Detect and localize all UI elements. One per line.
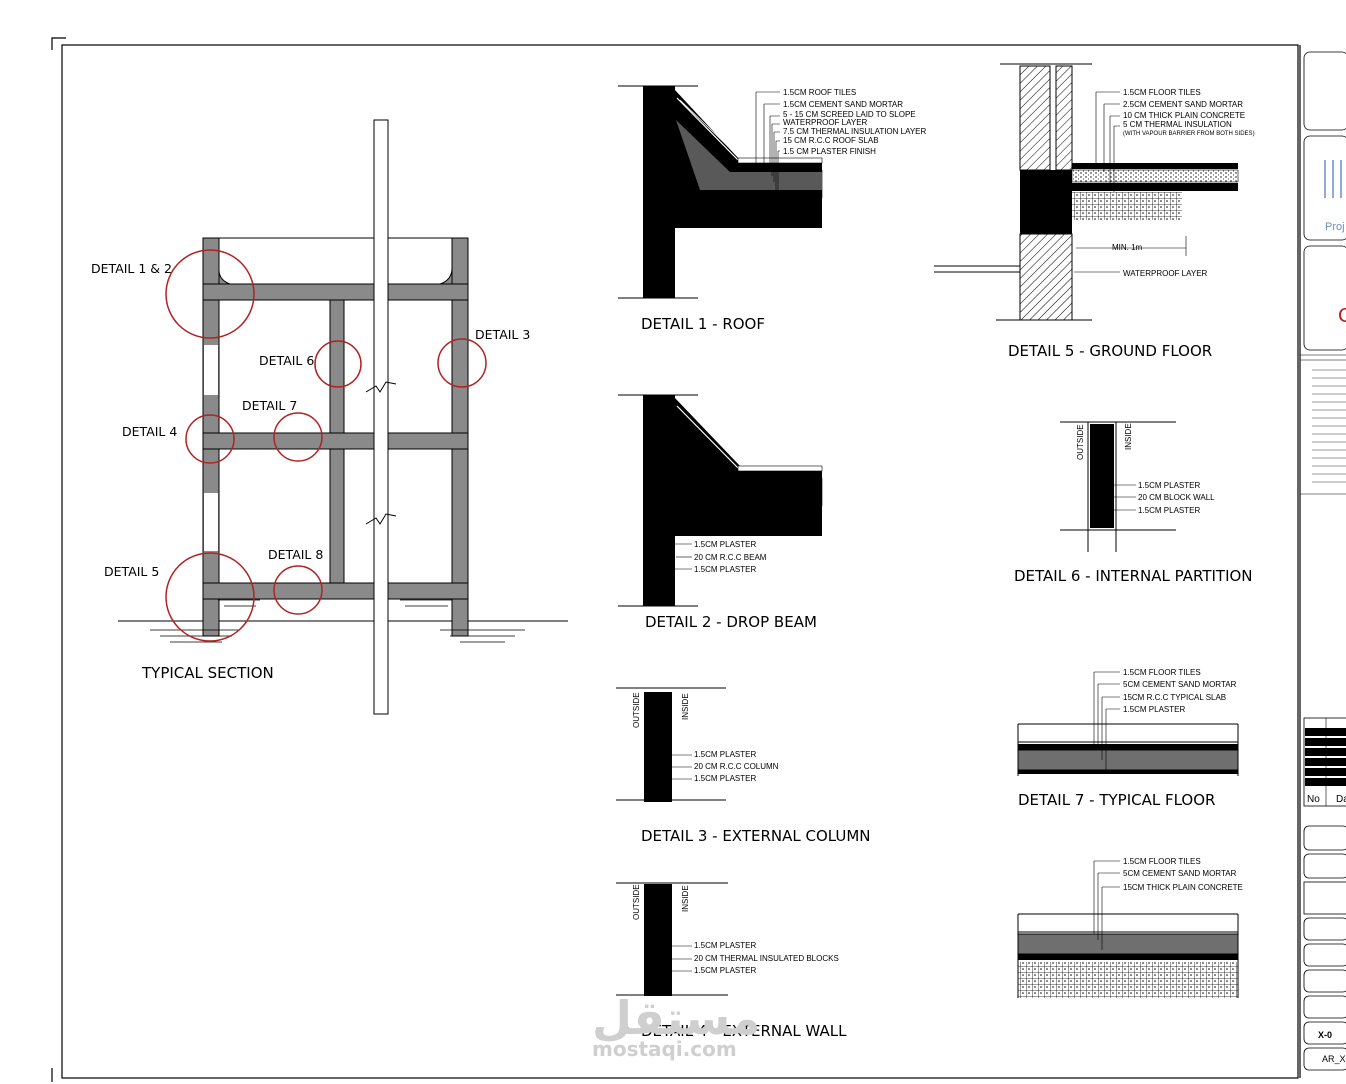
svg-text:Da: Da	[1336, 794, 1346, 805]
svg-text:(WITH VAPOUR BARRIER FROM BOTH: (WITH VAPOUR BARRIER FROM BOTH SIDES)	[1123, 131, 1255, 137]
svg-text:Proj: Proj	[1325, 221, 1345, 233]
svg-text:INSIDE: INSIDE	[681, 885, 690, 912]
detail-2-title: DETAIL 2 - DROP BEAM	[645, 613, 817, 631]
svg-text:10 CM THICK PLAIN CONCRETE: 10 CM THICK PLAIN CONCRETE	[1123, 111, 1245, 120]
svg-text:OUTSIDE: OUTSIDE	[1076, 424, 1085, 460]
svg-text:C: C	[1338, 305, 1346, 327]
detail-4-external-wall: OUTSIDE INSIDE 1.5CM PLASTER 20 CM THERM…	[616, 882, 847, 1040]
detail-3-title: DETAIL 3 - EXTERNAL COLUMN	[641, 827, 871, 845]
detail-8-ground-slab: 1.5CM FLOOR TILES 5CM CEMENT SAND MORTAR…	[1017, 857, 1243, 998]
svg-text:15 CM R.C.C ROOF SLAB: 15 CM R.C.C ROOF SLAB	[783, 136, 879, 145]
svg-text:20 CM BLOCK WALL: 20 CM BLOCK WALL	[1138, 493, 1215, 502]
svg-text:1.5CM FLOOR TILES: 1.5CM FLOOR TILES	[1123, 88, 1201, 97]
svg-text:X-0: X-0	[1318, 1030, 1332, 1040]
detail-2-drop-beam: 1.5CM PLASTER 20 CM R.C.C BEAM 1.5CM PLA…	[618, 394, 823, 631]
callout-detail-8: DETAIL 8	[268, 547, 323, 562]
svg-text:7.5 CM THERMAL INSULATION LAYE: 7.5 CM THERMAL INSULATION LAYER	[783, 127, 927, 136]
svg-text:مستقل: مستقل	[592, 991, 760, 1045]
svg-text:15CM R.C.C TYPICAL SLAB: 15CM R.C.C TYPICAL SLAB	[1123, 693, 1226, 702]
svg-text:1.5CM PLASTER: 1.5CM PLASTER	[694, 774, 756, 783]
typical-section: DETAIL 1 & 2 DETAIL 6 DETAIL 3 DETAIL 7 …	[91, 119, 568, 715]
detail-5-title: DETAIL 5 - GROUND FLOOR	[1008, 342, 1212, 360]
svg-text:1.5CM PLASTER: 1.5CM PLASTER	[1138, 506, 1200, 515]
detail-1-roof: 1.5CM ROOF TILES 1.5CM CEMENT SAND MORTA…	[618, 85, 927, 333]
svg-text:WATERPROOF LAYER: WATERPROOF LAYER	[1123, 269, 1208, 278]
svg-text:5 - 15 CM SCREED LAID TO SLOPE: 5 - 15 CM SCREED LAID TO SLOPE	[783, 110, 916, 119]
svg-text:1.5CM PLASTER: 1.5CM PLASTER	[694, 540, 756, 549]
svg-text:1.5CM ROOF TILES: 1.5CM ROOF TILES	[783, 88, 856, 97]
detail-7-typical-floor: 1.5CM FLOOR TILES 5CM CEMENT SAND MORTAR…	[1017, 668, 1239, 809]
detail-3-external-column: OUTSIDE INSIDE 1.5CM PLASTER 20 CM R.C.C…	[616, 687, 871, 845]
svg-text:1.5CM PLASTER: 1.5CM PLASTER	[694, 941, 756, 950]
svg-text:5CM CEMENT SAND MORTAR: 5CM CEMENT SAND MORTAR	[1123, 869, 1237, 878]
svg-text:MIN. 1m: MIN. 1m	[1112, 243, 1143, 252]
svg-text:1.5CM CEMENT SAND MORTAR: 1.5CM CEMENT SAND MORTAR	[783, 100, 903, 109]
svg-text:1.5CM PLASTER: 1.5CM PLASTER	[1123, 705, 1185, 714]
svg-text:1.5CM FLOOR TILES: 1.5CM FLOOR TILES	[1123, 668, 1201, 677]
svg-text:AR_X-: AR_X-	[1322, 1054, 1346, 1064]
svg-text:WATERPROOF LAYER: WATERPROOF LAYER	[783, 118, 868, 127]
watermark: مستقل mostaqi.com	[592, 991, 760, 1061]
svg-text:20 CM R.C.C COLUMN: 20 CM R.C.C COLUMN	[694, 762, 779, 771]
section-title: TYPICAL SECTION	[141, 664, 274, 682]
svg-text:5 CM THERMAL INSULATION: 5 CM THERMAL INSULATION	[1123, 120, 1232, 129]
detail-5-ground-floor: MIN. 1m 1.5CM FLOOR TILES 2.5CM CEMENT S…	[934, 63, 1255, 360]
svg-text:1.5CM PLASTER: 1.5CM PLASTER	[694, 966, 756, 975]
svg-text:1.5CM PLASTER: 1.5CM PLASTER	[1138, 481, 1200, 490]
callout-detail-1-2: DETAIL 1 & 2	[91, 261, 172, 276]
detail-7-title: DETAIL 7 - TYPICAL FLOOR	[1018, 791, 1215, 809]
detail-4-title: DETAIL 4 - EXTERNAL WALL	[641, 1022, 847, 1040]
callout-detail-4: DETAIL 4	[122, 424, 177, 439]
svg-text:1.5CM PLASTER: 1.5CM PLASTER	[694, 565, 756, 574]
svg-text:15CM THICK PLAIN CONCRETE: 15CM THICK PLAIN CONCRETE	[1123, 883, 1243, 892]
svg-text:2.5CM CEMENT SAND MORTAR: 2.5CM CEMENT SAND MORTAR	[1123, 100, 1243, 109]
svg-text:20 CM THERMAL INSULATED BLOCKS: 20 CM THERMAL INSULATED BLOCKS	[694, 954, 839, 963]
callout-detail-3: DETAIL 3	[475, 327, 530, 342]
callout-detail-7: DETAIL 7	[242, 398, 297, 413]
sheet-border	[51, 37, 1299, 1082]
svg-text:OUTSIDE: OUTSIDE	[632, 692, 641, 728]
svg-text:INSIDE: INSIDE	[1124, 423, 1133, 450]
detail-1-title: DETAIL 1 - ROOF	[641, 315, 765, 333]
callout-detail-6: DETAIL 6	[259, 353, 314, 368]
svg-text:mostaqi.com: mostaqi.com	[592, 1037, 737, 1061]
detail-6-title: DETAIL 6 - INTERNAL PARTITION	[1014, 567, 1253, 585]
svg-text:1.5 CM PLASTER FINISH: 1.5 CM PLASTER FINISH	[783, 147, 876, 156]
svg-text:No: No	[1307, 794, 1320, 805]
title-block: Proj C No Da X-0 AR_	[1299, 45, 1346, 1078]
svg-text:INSIDE: INSIDE	[681, 693, 690, 720]
svg-text:1.5CM FLOOR TILES: 1.5CM FLOOR TILES	[1123, 857, 1201, 866]
svg-text:OUTSIDE: OUTSIDE	[632, 884, 641, 920]
svg-text:5CM CEMENT SAND MORTAR: 5CM CEMENT SAND MORTAR	[1123, 680, 1237, 689]
svg-text:1.5CM PLASTER: 1.5CM PLASTER	[694, 750, 756, 759]
svg-text:20 CM R.C.C BEAM: 20 CM R.C.C BEAM	[694, 553, 767, 562]
callout-detail-5: DETAIL 5	[104, 564, 159, 579]
detail-6-internal-partition: OUTSIDE INSIDE 1.5CM PLASTER 20 CM BLOCK…	[1014, 421, 1253, 585]
